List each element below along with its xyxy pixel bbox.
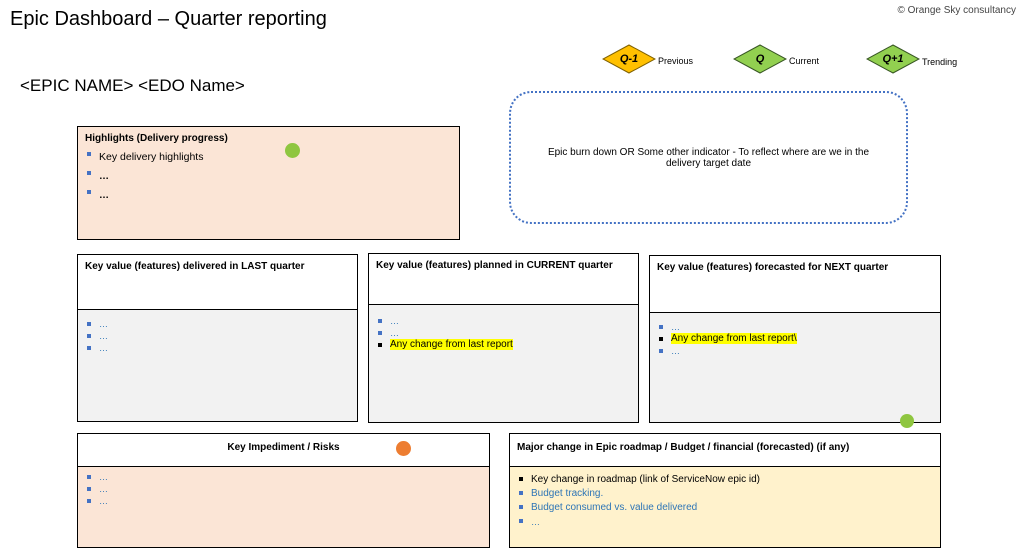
legend-current-caption: Current (789, 56, 820, 66)
legend-trending-label: Q+1 (882, 53, 904, 65)
list-item: … (656, 321, 940, 333)
diamond-shape (602, 44, 656, 74)
legend-trending-caption: Trending (922, 57, 958, 67)
highlights-list: Key delivery highlights … … (78, 148, 459, 205)
highlights-panel: Highlights (Delivery progress) Key deliv… (77, 126, 460, 240)
epic-subtitle: <EPIC NAME> <EDO Name> (20, 76, 245, 95)
list-item: Budget consumed vs. value delivered (516, 501, 940, 515)
next-quarter-header: Key value (features) forecasted for NEXT… (650, 256, 940, 313)
legend-previous-diamond: Q-1 (602, 44, 656, 74)
list-item: … (84, 495, 489, 507)
roadmap-header: Major change in Epic roadmap / Budget / … (510, 434, 940, 467)
roadmap-panel: Major change in Epic roadmap / Budget / … (509, 433, 941, 548)
highlights-title: Highlights (Delivery progress) (85, 133, 228, 144)
last-quarter-header: Key value (features) delivered in LAST q… (78, 255, 357, 310)
list-item: … (84, 318, 357, 330)
list-item: … (516, 515, 940, 529)
list-item: Budget tracking. (516, 487, 940, 501)
legend-trending-diamond: Q+1 (866, 44, 920, 74)
legend-current-diamond: Q (733, 44, 787, 74)
page-title: Epic Dashboard – Quarter reporting (10, 8, 327, 30)
list-item: … (84, 186, 459, 205)
list-item: … (84, 167, 459, 186)
diamond-shape (733, 44, 787, 74)
impediments-title: Key Impediment / Risks (227, 442, 340, 453)
list-item: … (84, 342, 357, 354)
diamond-shape (866, 44, 920, 74)
list-item: … (656, 345, 940, 357)
next-quarter-list: … Any change from last report\ … (650, 321, 940, 357)
list-item: … (84, 330, 357, 342)
list-item: … (84, 483, 489, 495)
current-quarter-title: Key value (features) planned in CURRENT … (376, 260, 613, 271)
list-item: … (84, 471, 489, 483)
legend-current-label: Q (755, 53, 765, 65)
current-quarter-header: Key value (features) planned in CURRENT … (369, 254, 638, 305)
copyright-text: © Orange Sky consultancy (897, 5, 1016, 16)
impediments-panel: Key Impediment / Risks … … … (77, 433, 490, 548)
list-item: Any change from last report\ (656, 333, 940, 345)
roadmap-list: Key change in roadmap (link of ServiceNo… (510, 473, 940, 529)
last-quarter-title: Key value (features) delivered in LAST q… (85, 261, 305, 272)
legend-previous-label: Q-1 (619, 53, 639, 65)
list-item: Any change from last report (375, 339, 638, 351)
impediments-list: … … … (78, 471, 489, 507)
roadmap-title: Major change in Epic roadmap / Budget / … (517, 442, 850, 453)
next-quarter-title: Key value (features) forecasted for NEXT… (657, 262, 889, 273)
impediments-header: Key Impediment / Risks (78, 434, 489, 467)
legend-previous-caption: Previous (658, 56, 694, 66)
change-note: Any change from last report (390, 339, 513, 350)
burndown-text: Epic burn down OR Some other indicator -… (547, 146, 870, 169)
next-quarter-status-dot (900, 414, 914, 428)
next-quarter-panel: Key value (features) forecasted for NEXT… (649, 255, 941, 423)
list-item: … (375, 315, 638, 327)
last-quarter-panel: Key value (features) delivered in LAST q… (77, 254, 358, 422)
list-item: Key delivery highlights (84, 148, 459, 167)
current-quarter-list: … … Any change from last report (369, 315, 638, 351)
list-item: Key change in roadmap (link of ServiceNo… (516, 473, 940, 487)
last-quarter-list: … … … (78, 318, 357, 354)
change-note: Any change from last report\ (671, 333, 797, 344)
current-quarter-panel: Key value (features) planned in CURRENT … (368, 253, 639, 423)
impediments-status-dot (396, 441, 411, 456)
highlights-status-dot (285, 143, 300, 158)
burndown-placeholder: Epic burn down OR Some other indicator -… (509, 91, 908, 224)
list-item: … (375, 327, 638, 339)
